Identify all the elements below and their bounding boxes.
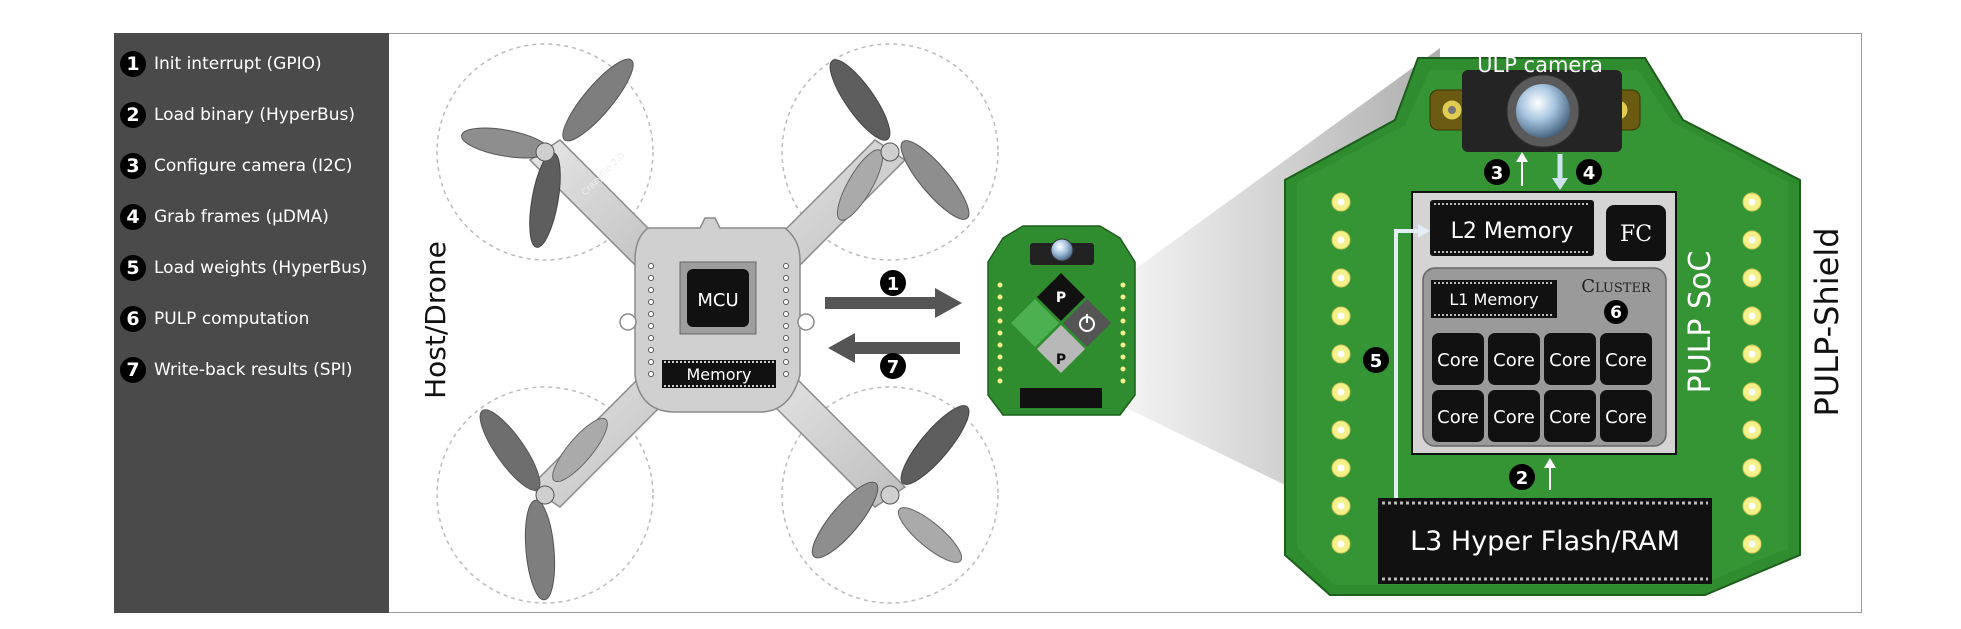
propeller-top-left bbox=[461, 58, 634, 248]
pulp-shield: ULP camera 3 4 PULP SoC L2 Memory FC Clu… bbox=[1284, 53, 1846, 596]
step-4-number: 4 bbox=[120, 204, 146, 230]
logo-p-bottom: P bbox=[1056, 352, 1066, 368]
soc-label: PULP SoC bbox=[1683, 251, 1718, 394]
propeller-bottom-left bbox=[479, 409, 608, 601]
step-2-label: Load binary (HyperBus) bbox=[154, 105, 355, 125]
step-2-number: 2 bbox=[120, 102, 146, 128]
step-3-number: 3 bbox=[120, 153, 146, 179]
svg-text:7: 7 bbox=[887, 357, 900, 378]
step-7-label: Write-back results (SPI) bbox=[154, 360, 353, 380]
step-2: 2 Load binary (HyperBus) bbox=[120, 99, 355, 131]
camera-lens bbox=[1516, 84, 1570, 138]
camera-label: ULP camera bbox=[1477, 53, 1603, 77]
mark-6: 6 bbox=[1610, 303, 1622, 323]
core-1 bbox=[1432, 333, 1484, 385]
step-1: 1 Init interrupt (GPIO) bbox=[120, 48, 322, 80]
step-5-label: Load weights (HyperBus) bbox=[154, 258, 368, 278]
core-5 bbox=[1432, 390, 1484, 442]
core-7-label: Core bbox=[1549, 407, 1591, 428]
step-6-label: PULP computation bbox=[154, 309, 310, 329]
propeller-top-right bbox=[829, 59, 970, 221]
core-8-label: Core bbox=[1605, 407, 1647, 428]
l2-label: L2 Memory bbox=[1451, 219, 1574, 244]
step-6-number: 6 bbox=[120, 306, 146, 332]
mcu-label: MCU bbox=[697, 290, 738, 311]
step-1-label: Init interrupt (GPIO) bbox=[154, 54, 322, 74]
drone-mount-right bbox=[797, 313, 815, 331]
logo-p-top: P bbox=[1056, 290, 1066, 306]
step-5-number: 5 bbox=[120, 255, 146, 281]
core-6-label: Core bbox=[1493, 407, 1535, 428]
step-7: 7 Write-back results (SPI) bbox=[120, 354, 353, 386]
step-5: 5 Load weights (HyperBus) bbox=[120, 252, 367, 284]
step-4: 4 Grab frames (µDMA) bbox=[120, 201, 329, 233]
step-1-number: 1 bbox=[120, 51, 146, 77]
arrow-to-shield bbox=[825, 288, 962, 318]
step-6: 6 PULP computation bbox=[120, 303, 309, 335]
small-flash-chip bbox=[1020, 388, 1102, 408]
svg-text:1: 1 bbox=[887, 274, 900, 295]
rotor-guard-bottom-right bbox=[781, 386, 999, 604]
mark-4: 4 bbox=[1583, 163, 1596, 184]
core-2-label: Core bbox=[1493, 350, 1535, 371]
core-3 bbox=[1544, 333, 1596, 385]
shield-title: PULP-Shield bbox=[1808, 227, 1846, 416]
arrow-5 bbox=[1394, 229, 1422, 500]
arrow-1-badge bbox=[880, 270, 906, 296]
mark-5: 5 bbox=[1370, 351, 1383, 372]
core-4 bbox=[1600, 333, 1652, 385]
core-2 bbox=[1488, 333, 1540, 385]
rotor-guard-top-left bbox=[436, 43, 654, 261]
step-3-label: Configure camera (I2C) bbox=[154, 156, 353, 176]
mcu-chip bbox=[687, 269, 749, 327]
mark-2: 2 bbox=[1516, 468, 1529, 489]
step-3: 3 Configure camera (I2C) bbox=[120, 150, 352, 182]
cluster-label: Cluster bbox=[1581, 276, 1652, 297]
small-camera-lens bbox=[1050, 238, 1074, 262]
step-legend-panel bbox=[114, 33, 389, 613]
step-4-label: Grab frames (µDMA) bbox=[154, 207, 329, 227]
core-5-label: Core bbox=[1437, 407, 1479, 428]
drone-memory-chip bbox=[662, 360, 776, 388]
fc-label: FC bbox=[1620, 222, 1652, 247]
arrow-7-badge bbox=[880, 353, 906, 379]
ulp-camera: ULP camera bbox=[1429, 53, 1641, 152]
l1-label: L1 Memory bbox=[1449, 290, 1538, 309]
rotor-guard-bottom-left bbox=[436, 386, 654, 604]
core-3-label: Core bbox=[1549, 350, 1591, 371]
core-7 bbox=[1544, 390, 1596, 442]
link-arrows: 1 7 bbox=[825, 270, 962, 379]
core-4-label: Core bbox=[1605, 350, 1647, 371]
drone-mount-left bbox=[619, 313, 637, 331]
core-8 bbox=[1600, 390, 1652, 442]
propeller-bottom-right bbox=[811, 405, 970, 563]
l1-memory bbox=[1431, 280, 1557, 318]
drone-memory-label: Memory bbox=[686, 365, 751, 384]
mark-3: 3 bbox=[1491, 163, 1504, 184]
l3-label: L3 Hyper Flash/RAM bbox=[1410, 526, 1680, 557]
core-grid: Core Core Core Core Core Core Core Core bbox=[1432, 333, 1652, 442]
host-drone-label: Host/Drone bbox=[419, 241, 452, 399]
arrow-to-drone bbox=[828, 333, 960, 363]
step-7-number: 7 bbox=[120, 357, 146, 383]
core-1-label: Core bbox=[1437, 350, 1479, 371]
small-shield: P P bbox=[987, 225, 1136, 416]
drone: Crazyflie 2.0 MCU Memory Host/Drone bbox=[419, 43, 999, 604]
l3-flash-ram bbox=[1378, 498, 1712, 584]
l2-memory bbox=[1430, 200, 1594, 256]
core-6 bbox=[1488, 390, 1540, 442]
fabric-controller bbox=[1606, 205, 1666, 261]
rotor-guard-top-right bbox=[781, 43, 999, 261]
